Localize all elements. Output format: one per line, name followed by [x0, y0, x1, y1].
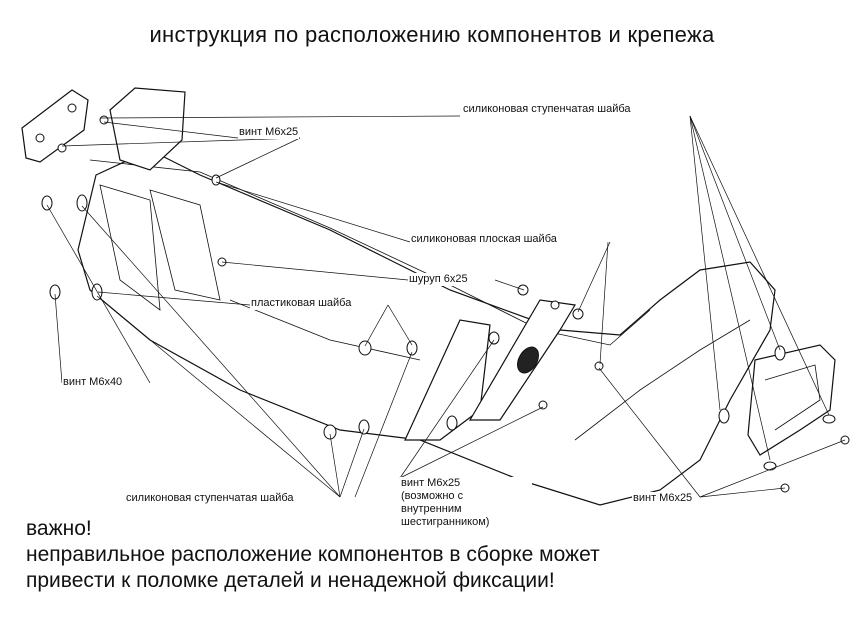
label-silicone-step-washer-top: силиконовая ступенчатая шайба [462, 103, 632, 116]
main-cover-part [77, 149, 776, 506]
label-screw-6x25: шуруп 6х25 [408, 273, 469, 286]
label-screw-m6x25-top: винт М6х25 [238, 126, 300, 139]
label-silicone-flat-washer: силиконовая плоская шайба [410, 233, 558, 246]
label-plastic-washer: пластиковая шайба [250, 297, 353, 310]
label-screw-m6x25-hex-line2: (возможно с [401, 490, 464, 502]
label-screw-m6x25-hex: винт М6х25 (возможно с внутренним шестиг… [400, 477, 532, 529]
page-title: инструкция по расположению компонентов и… [149, 22, 715, 47]
left-side-wing [109, 87, 186, 171]
left-mount-bracket [21, 89, 89, 163]
right-side-part [747, 344, 836, 456]
center-mount-bracket [404, 299, 576, 441]
warning-block: важно! неправильное расположение компоне… [26, 516, 862, 594]
label-screw-m6x25-hex-line4: шестигранником) [401, 516, 490, 528]
warning-line-1: неправильное расположение компонентов в … [26, 543, 600, 566]
warning-line-2: привести к поломке деталей и ненадежной … [26, 569, 555, 592]
label-screw-m6x40: винт М6х40 [62, 376, 124, 389]
leader-lines [46, 115, 846, 498]
label-screw-m6x25-hex-line1: винт М6х25 [401, 477, 461, 489]
label-silicone-step-washer-bottom: силиконовая ступенчатая шайба [125, 492, 295, 505]
label-screw-m6x25-hex-line3: внутренним [401, 503, 462, 515]
label-screw-m6x25-right: винт М6х25 [632, 492, 694, 505]
warning-heading: важно! [26, 517, 92, 540]
